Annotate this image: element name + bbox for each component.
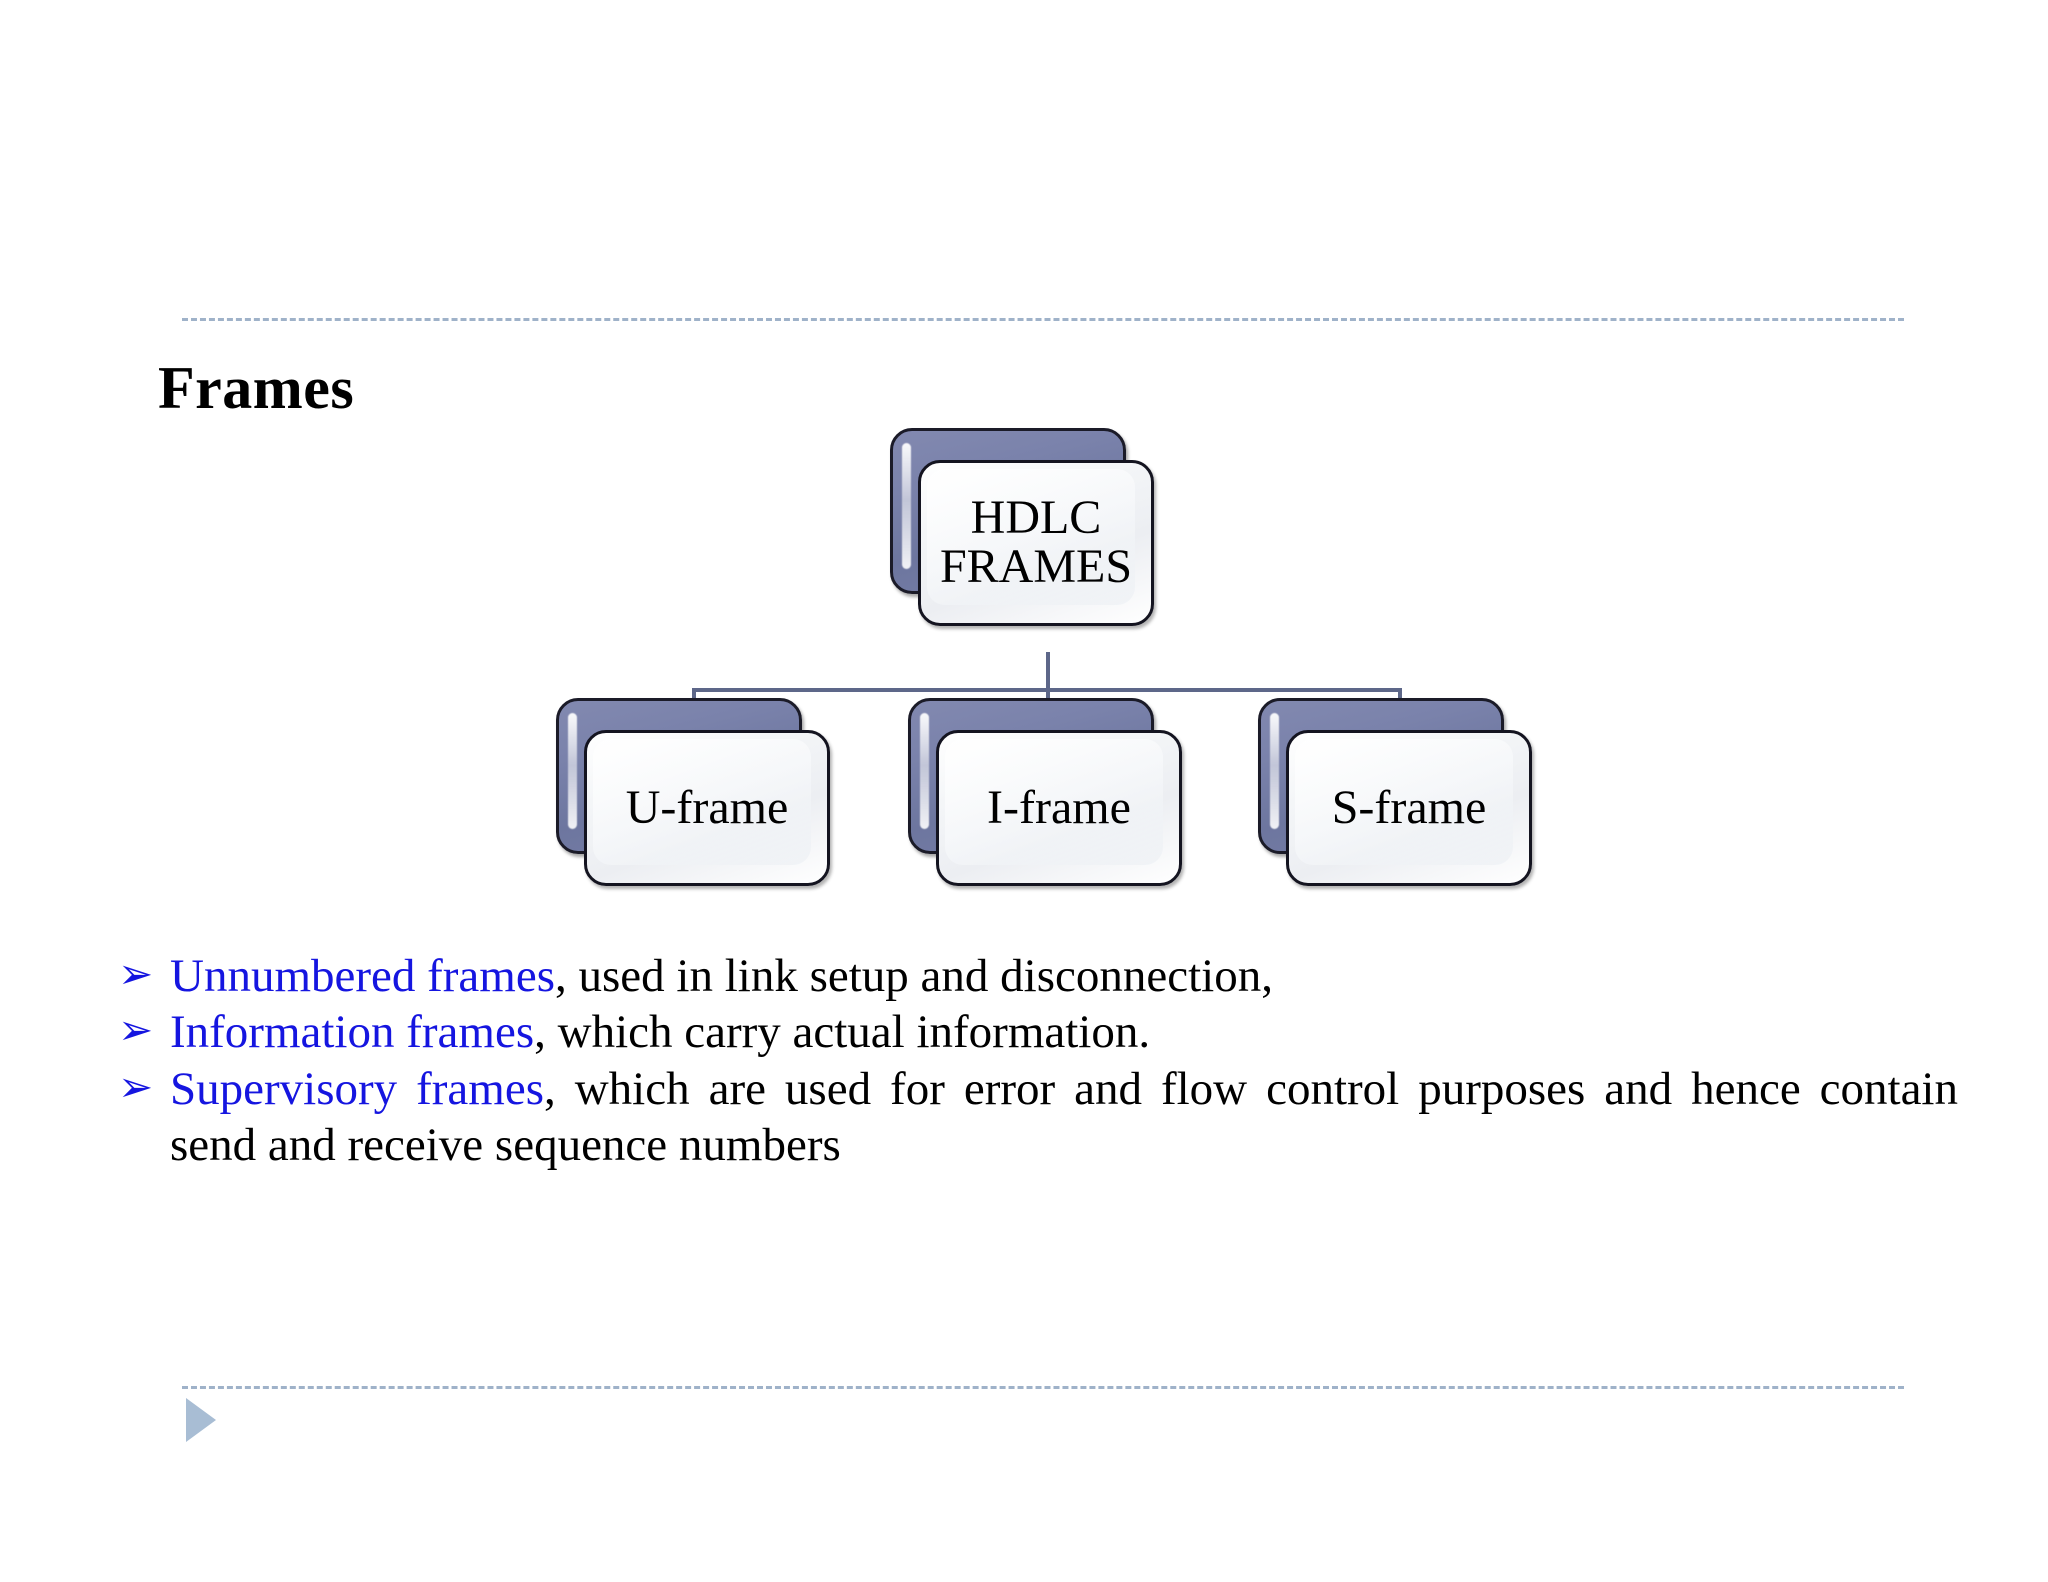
list-item-highlight: Unnumbered frames — [170, 950, 555, 1002]
bottom-divider-rule — [182, 1386, 1904, 1389]
list-item: ➢ Supervisory frames, which are used for… — [118, 1061, 1958, 1174]
list-item-highlight: Information frames — [170, 1006, 535, 1059]
list-item-highlight: Supervisory frames — [170, 1062, 545, 1115]
node-label: HDLC FRAMES — [939, 491, 1133, 593]
node-front-plate: I-frame — [936, 730, 1182, 886]
node-front-plate: U-frame — [584, 730, 830, 886]
diagram-node-hdlc-frames[interactable]: HDLC FRAMES — [890, 428, 1154, 626]
list-item-text: Unnumbered frames, used in link setup an… — [170, 948, 1958, 1004]
node-front-plate: S-frame — [1286, 730, 1532, 886]
diagram-node-u-frame[interactable]: U-frame — [556, 698, 830, 886]
top-divider-rule — [182, 318, 1904, 321]
diagram-node-i-frame[interactable]: I-frame — [908, 698, 1182, 886]
list-item: ➢ Unnumbered frames, used in link setup … — [118, 948, 1958, 1004]
page-title: Frames — [158, 355, 355, 421]
node-label: I-frame — [987, 780, 1131, 834]
list-item: ➢ Information frames, which carry actual… — [118, 1004, 1958, 1060]
bullet-arrow-icon: ➢ — [118, 952, 154, 998]
bullet-list: ➢ Unnumbered frames, used in link setup … — [118, 948, 1958, 1174]
node-label: S-frame — [1331, 780, 1487, 834]
node-front-plate: HDLC FRAMES — [918, 460, 1154, 626]
list-item-text: Supervisory frames, which are used for e… — [170, 1061, 1958, 1174]
diagram-node-s-frame[interactable]: S-frame — [1258, 698, 1532, 886]
list-item-text: Information frames, which carry actual i… — [170, 1004, 1958, 1060]
list-item-rest: , which carry actual information. — [534, 1006, 1151, 1059]
bullet-arrow-icon: ➢ — [118, 1064, 154, 1111]
node-label: U-frame — [625, 780, 789, 834]
play-triangle-icon — [186, 1398, 216, 1442]
bullet-arrow-icon: ➢ — [118, 1008, 154, 1055]
list-item-rest: , which are used for error and flow cont… — [170, 1062, 1958, 1172]
list-item-rest: , used in link setup and disconnection, — [555, 950, 1273, 1002]
